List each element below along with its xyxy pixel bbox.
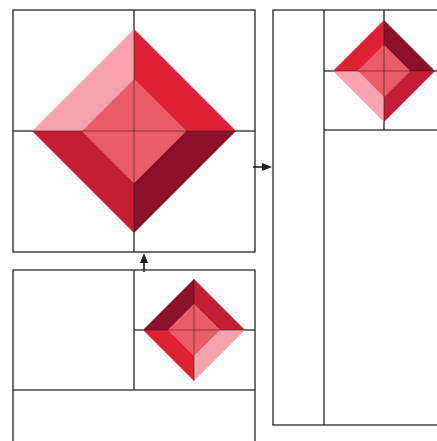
gem-facet-top-left <box>333 20 384 71</box>
gem-facet-bottom-right <box>134 131 236 233</box>
gem-facet-bottom-right <box>384 71 435 122</box>
gem-facet-bottom-right <box>194 330 245 381</box>
gem-facet-top-left <box>143 279 194 330</box>
panel-right <box>272 9 437 426</box>
arrow-right <box>253 163 272 171</box>
gem-facet-top-right <box>384 20 435 71</box>
gem-large <box>32 29 236 233</box>
panel-right-frame <box>272 9 437 426</box>
arrow-up <box>140 253 148 272</box>
gem-facet-top-right <box>134 29 236 131</box>
arrow-up-head <box>140 253 148 263</box>
panel-bottom-left <box>12 269 256 441</box>
gem-facet-bottom-left <box>143 330 194 381</box>
gem-facet-top-left <box>32 29 134 131</box>
gem-right-small <box>333 20 435 122</box>
gem-facet-bottom-left <box>333 71 384 122</box>
panel-top-left <box>12 9 256 253</box>
arrow-right-head <box>262 163 272 171</box>
gem-facet-top-right <box>194 279 245 330</box>
gem-facet-bottom-left <box>32 131 134 233</box>
gem-bottom-small <box>143 279 245 381</box>
